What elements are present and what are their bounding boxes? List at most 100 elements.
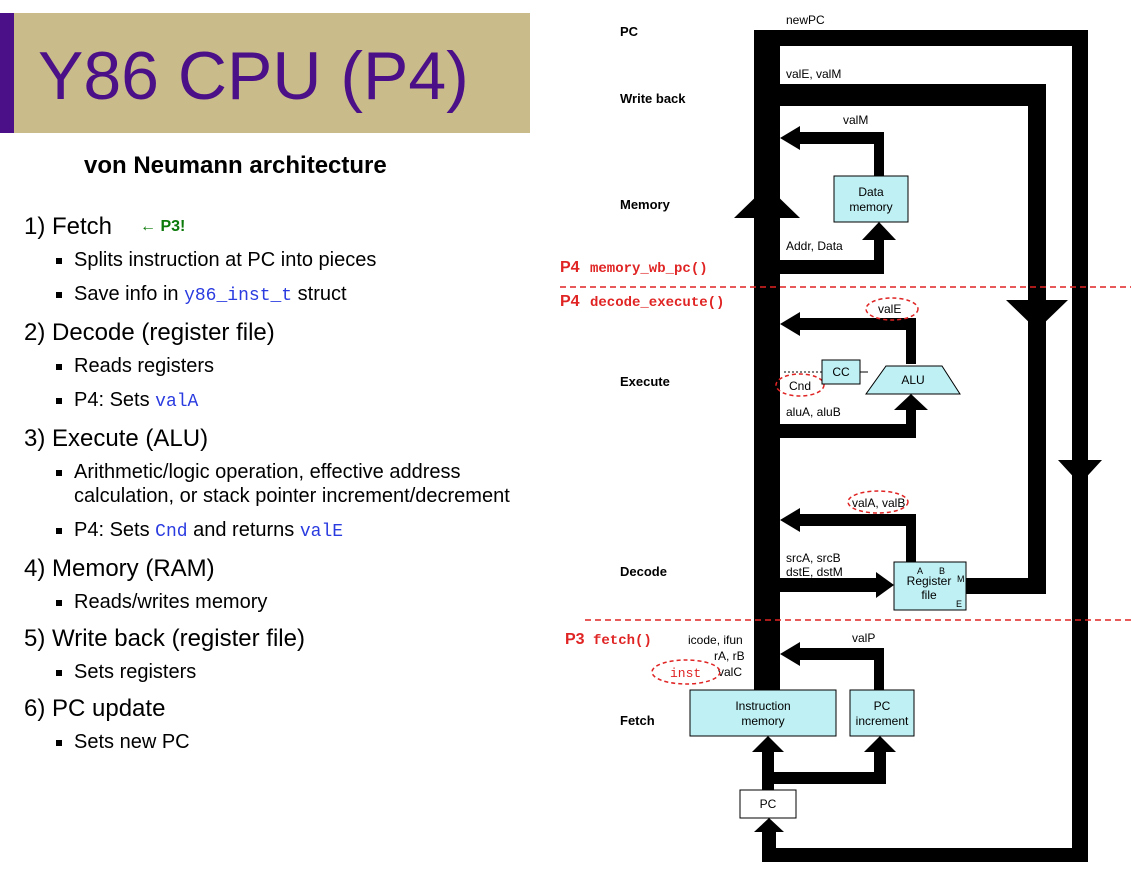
code-text: valE <box>299 522 344 542</box>
regfile-label-2: file <box>921 588 937 602</box>
step-number: 4) <box>24 555 46 582</box>
stage-label-memory: Memory <box>620 197 671 212</box>
slide-subtitle: von Neumann architecture <box>84 152 387 179</box>
pc-register-box: PC <box>739 789 797 819</box>
label-vala-valb: valA, valB <box>852 496 905 510</box>
regfile-port-e: E <box>956 599 962 609</box>
label-vale: valE <box>878 302 901 316</box>
highlight-vale <box>865 297 919 321</box>
pc-label: PC <box>760 797 777 811</box>
step-number: 2) <box>24 319 46 346</box>
annotation-fetch-fn: fetch() <box>593 633 652 649</box>
cc-label: CC <box>832 365 850 379</box>
annotation-dec-fn: decode_execute() <box>590 295 724 311</box>
bullet-item: Reads registers <box>24 354 534 378</box>
stage-label-decode: Decode <box>620 564 667 579</box>
slide-title: Y86 CPU (P4) <box>38 38 469 114</box>
step-number: 6) <box>24 695 46 722</box>
label-dste-dstm: dstE, dstM <box>786 565 843 579</box>
title-bar <box>0 13 530 133</box>
bullet-item: P4: Sets Cnd and returns valE <box>24 518 534 544</box>
step-label: Write back (register file) <box>52 625 305 652</box>
step-bullets: Sets new PC <box>24 730 534 754</box>
highlight-cnd <box>775 373 825 397</box>
bullet-text: and returns <box>187 519 300 541</box>
bullet-item: Arithmetic/logic operation, effective ad… <box>24 460 534 508</box>
label-srca-srcb: srcA, srcB <box>786 551 841 565</box>
instruction-memory-box: Instruction memory <box>689 689 837 737</box>
annotation-mem-fn: memory_wb_pc() <box>590 261 708 277</box>
bullet-text: Sets registers <box>74 661 197 683</box>
label-newpc: newPC <box>786 13 825 27</box>
step-tag: ← P3! <box>140 218 186 235</box>
bullet-text: Reads/writes memory <box>74 591 268 613</box>
label-vale-valm: valE, valM <box>786 67 841 81</box>
bullet-text: Save info in <box>74 283 185 305</box>
step-bullets: Arithmetic/logic operation, effective ad… <box>24 460 534 544</box>
stage-label-execute: Execute <box>620 374 670 389</box>
highlight-inst <box>651 659 721 685</box>
alu-label: ALU <box>901 373 924 387</box>
code-text: Cnd <box>155 522 188 542</box>
step-label: Memory (RAM) <box>52 555 215 582</box>
register-file-box: A B M E Register file <box>893 561 967 611</box>
step-number: 3) <box>24 425 46 452</box>
step-number: 1) <box>24 213 46 240</box>
imem-label-2: memory <box>741 714 784 728</box>
bullet-item: Sets registers <box>24 660 534 684</box>
label-valp: valP <box>852 631 875 645</box>
label-icode-ifun: icode, ifun <box>688 633 743 647</box>
label-ra-rb: rA, rB <box>714 649 745 663</box>
imem-label-1: Instruction <box>735 699 790 713</box>
regfile-port-a: A <box>917 566 923 576</box>
bullet-text: Splits instruction at PC into pieces <box>74 249 377 271</box>
label-inst: inst <box>670 666 701 681</box>
label-addr-data: Addr, Data <box>786 239 843 253</box>
step-4: 4)Memory (RAM) <box>24 554 534 584</box>
step-number: 5) <box>24 625 46 652</box>
annotation-mem-p: P4 <box>560 259 580 276</box>
label-valm: valM <box>843 113 868 127</box>
bullet-item: P4: Sets valA <box>24 388 534 414</box>
step-1: 1)Fetch ← P3! <box>24 212 534 242</box>
title-accent-stripe <box>0 13 14 133</box>
step-6: 6)PC update <box>24 694 534 724</box>
stage-label-fetch: Fetch <box>620 713 655 728</box>
bullet-item: Sets new PC <box>24 730 534 754</box>
pcinc-label-2: increment <box>856 714 909 728</box>
pcinc-label-1: PC <box>874 699 891 713</box>
bullet-text: Sets new PC <box>74 731 190 753</box>
bullet-text: struct <box>292 283 347 305</box>
label-cnd: Cnd <box>789 379 811 393</box>
data-memory-label-1: Data <box>858 185 884 199</box>
bullet-item: Save info in y86_inst_t struct <box>24 282 534 308</box>
bullet-text: P4: Sets <box>74 519 156 541</box>
step-bullets: Sets registers <box>24 660 534 684</box>
annotation-dec-p: P4 <box>560 293 580 310</box>
alu-box: ALU <box>865 365 961 395</box>
step-2: 2)Decode (register file) <box>24 318 534 348</box>
label-valc: valC <box>718 665 742 679</box>
bullet-text: Reads registers <box>74 355 215 377</box>
step-label: Fetch <box>52 213 113 240</box>
regfile-port-m: M <box>957 574 965 584</box>
step-label: Decode (register file) <box>52 319 275 346</box>
data-memory-box: Data memory <box>833 175 909 223</box>
bullet-item: Splits instruction at PC into pieces <box>24 248 534 272</box>
highlight-vala-valb <box>847 490 909 514</box>
pc-increment-box: PC increment <box>849 689 915 737</box>
steps-list: 1)Fetch ← P3! Splits instruction at PC int… <box>24 212 534 764</box>
bullet-item: Reads/writes memory <box>24 590 534 614</box>
data-paths <box>734 30 1102 862</box>
label-alua-alub: aluA, aluB <box>786 405 841 419</box>
regfile-label-1: Register <box>907 574 952 588</box>
regfile-port-b: B <box>939 566 945 576</box>
data-memory-label-2: memory <box>849 200 892 214</box>
code-text: valA <box>155 392 199 412</box>
annotation-fetch-p: P3 <box>565 631 585 648</box>
bullet-text: P4: Sets <box>74 389 156 411</box>
cc-box: CC <box>782 359 868 385</box>
